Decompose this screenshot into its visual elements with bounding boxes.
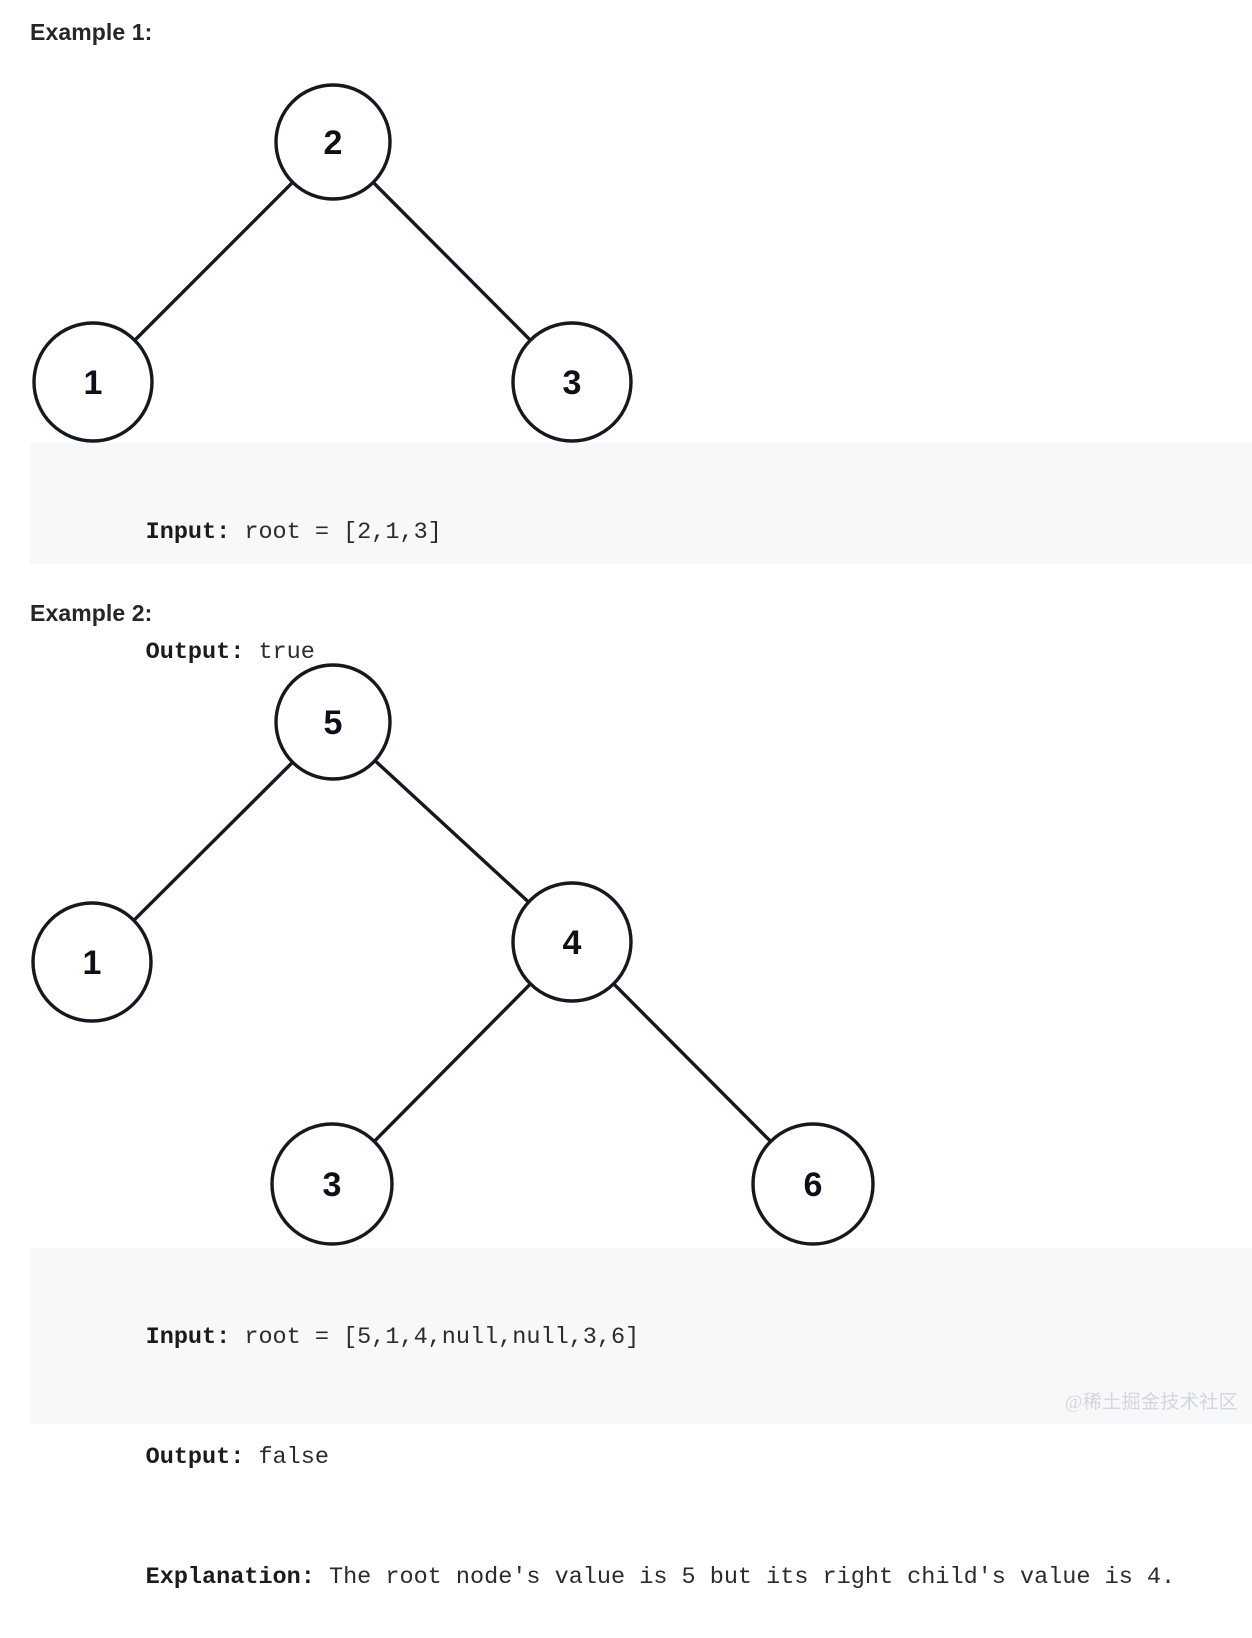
- tree-1-edge-n2-n1: [132, 179, 296, 343]
- code-value: root = [5,1,4,null,null,3,6]: [230, 1324, 640, 1351]
- tree-1-node-3: 3: [511, 321, 633, 443]
- code-line: Output: false: [61, 1398, 1252, 1518]
- tree-1-nodes: 2 1 3: [32, 83, 633, 443]
- tree-2-node-4: 4: [511, 881, 633, 1003]
- tree-2-node-label-1: 1: [83, 944, 102, 982]
- tree-1-node-1: 1: [32, 321, 154, 443]
- example-1-binary-tree: 2 1 3: [32, 83, 633, 443]
- code-key: Explanation:: [145, 1564, 315, 1591]
- code-value: The root node's value is 5 but its right…: [314, 1564, 1176, 1591]
- tree-2-node-label-5: 5: [324, 704, 343, 742]
- example-1-code-block: Input: root = [2,1,3] Output: true: [30, 443, 1252, 666]
- tree-2-node-label-3: 3: [323, 1166, 342, 1204]
- code-line: Input: root = [5,1,4,null,null,3,6]: [61, 1278, 1252, 1398]
- tree-1-edges: [132, 179, 533, 343]
- tree-2-edge-m5-m4: [372, 758, 532, 905]
- tree-2-nodes: 5 1 4 3 6: [31, 663, 875, 1246]
- code-line: Explanation: The root node's value is 5 …: [61, 1518, 1252, 1638]
- tree-1-node-label-1: 1: [84, 364, 103, 402]
- tree-2-node-label-6: 6: [804, 1166, 823, 1204]
- watermark: @稀土掘金技术社区: [1064, 1392, 1238, 1413]
- example-2-binary-tree: 5 1 4 3 6: [31, 663, 875, 1246]
- tree-2-node-circle-5: [274, 663, 392, 781]
- tree-2-node-circle-1: [31, 901, 153, 1023]
- tree-2-edges: [131, 758, 774, 1144]
- tree-2-node-5: 5: [274, 663, 392, 781]
- tree-2-node-6: 6: [751, 1122, 875, 1246]
- tree-1-node-circle-3: [511, 321, 633, 443]
- code-value: false: [244, 1444, 329, 1471]
- code-key: Input:: [145, 519, 231, 546]
- code-line: Output: true: [61, 593, 1252, 713]
- code-value: root = [2,1,3]: [230, 519, 442, 546]
- example-page: Example 1: 2 1 3 Input: root = [2,1,3] Out…: [30, 19, 1252, 1591]
- example-2-heading: Example 2:: [30, 600, 153, 626]
- code-key: Output:: [145, 1444, 245, 1471]
- tree-1-node-label-3: 3: [563, 364, 582, 402]
- code-key: Input:: [145, 1324, 231, 1351]
- tree-1-edge-n2-n3: [370, 179, 533, 343]
- tree-2-node-1: 1: [31, 901, 153, 1023]
- code-line: Input: root = [2,1,3]: [61, 473, 1252, 593]
- tree-2-node-label-4: 4: [563, 924, 582, 962]
- example-1-heading: Example 1:: [30, 19, 153, 45]
- tree-2-node-circle-4: [511, 881, 633, 1003]
- code-value: true: [244, 639, 315, 666]
- tree-1-node-2: 2: [274, 83, 392, 201]
- tree-1-node-label-2: 2: [324, 124, 343, 162]
- tree-1-node-circle-1: [32, 321, 154, 443]
- tree-2-edge-m4-m6: [611, 981, 774, 1144]
- tree-2-node-circle-6: [751, 1122, 875, 1246]
- code-key: Output:: [145, 639, 245, 666]
- tree-2-node-3: 3: [270, 1122, 394, 1246]
- tree-2-edge-m4-m3: [371, 981, 533, 1144]
- tree-2-node-circle-3: [270, 1122, 394, 1246]
- tree-2-edge-m5-m1: [131, 759, 296, 923]
- tree-1-node-circle-2: [274, 83, 392, 201]
